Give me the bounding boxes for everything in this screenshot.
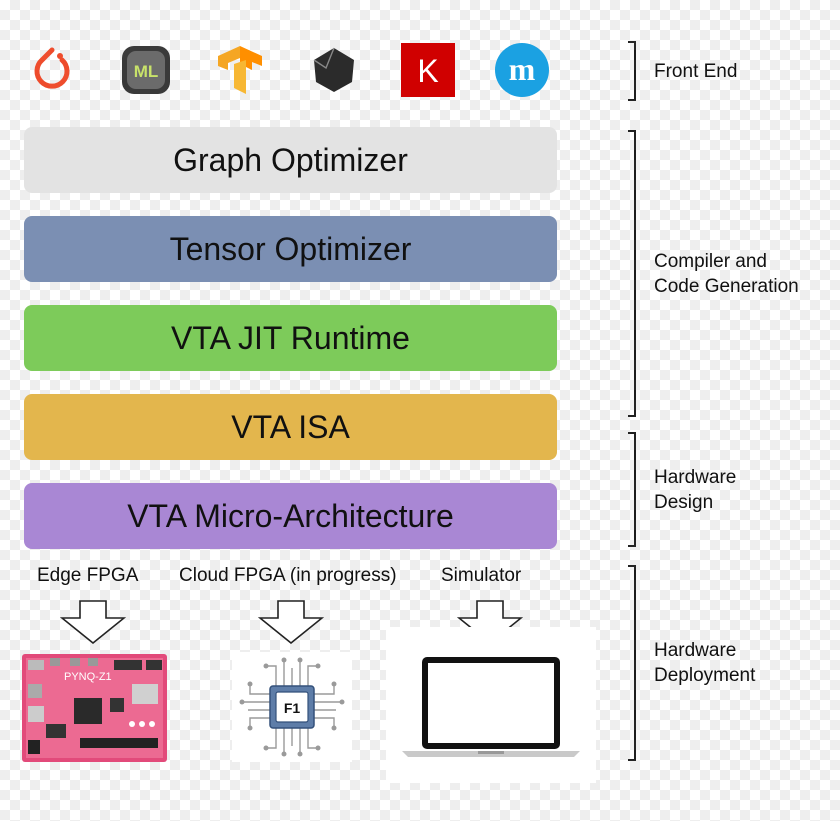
laptop-icon bbox=[386, 627, 596, 783]
down-arrow-icon bbox=[60, 600, 126, 644]
front-end-label: Front End bbox=[654, 61, 738, 82]
onnx-logo-icon bbox=[306, 42, 362, 98]
keras-logo-icon: K bbox=[400, 42, 456, 98]
vta-isa-layer: VTA ISA bbox=[24, 394, 557, 460]
tensorflow-logo-icon bbox=[212, 42, 268, 98]
edge-fpga-label: Edge FPGA bbox=[37, 565, 139, 586]
simulator-label: Simulator bbox=[441, 565, 522, 586]
coreml-logo-icon: ML bbox=[118, 42, 174, 98]
vta-jit-runtime-layer: VTA JIT Runtime bbox=[24, 305, 557, 371]
f1-chip-icon: F1 bbox=[232, 652, 352, 762]
svg-text:F1: F1 bbox=[284, 700, 301, 716]
mxnet-logo-icon: m bbox=[494, 42, 550, 98]
down-arrow-icon bbox=[258, 600, 324, 644]
svg-text:K: K bbox=[417, 53, 438, 89]
graph-optimizer-layer: Graph Optimizer bbox=[24, 127, 557, 193]
hardware-deployment-label: Hardware Deployment bbox=[654, 640, 756, 686]
pynq-board-icon: PYNQ-Z1 bbox=[22, 654, 167, 762]
hardware-design-label: Hardware Design bbox=[654, 467, 737, 513]
compiler-label: Compiler and Code Generation bbox=[654, 251, 799, 297]
vta-micro-architecture-layer: VTA Micro-Architecture bbox=[24, 483, 557, 549]
cloud-fpga-label: Cloud FPGA (in progress) bbox=[179, 565, 397, 586]
pytorch-logo-icon bbox=[24, 42, 80, 98]
tensor-optimizer-layer: Tensor Optimizer bbox=[24, 216, 557, 282]
svg-text:ML: ML bbox=[134, 62, 159, 81]
hardware-deployment-bracket bbox=[628, 565, 636, 761]
compiler-bracket bbox=[628, 130, 636, 417]
svg-text:PYNQ-Z1: PYNQ-Z1 bbox=[64, 671, 112, 683]
hardware-design-bracket bbox=[628, 432, 636, 547]
front-end-bracket bbox=[628, 41, 636, 101]
svg-text:m: m bbox=[509, 51, 536, 87]
